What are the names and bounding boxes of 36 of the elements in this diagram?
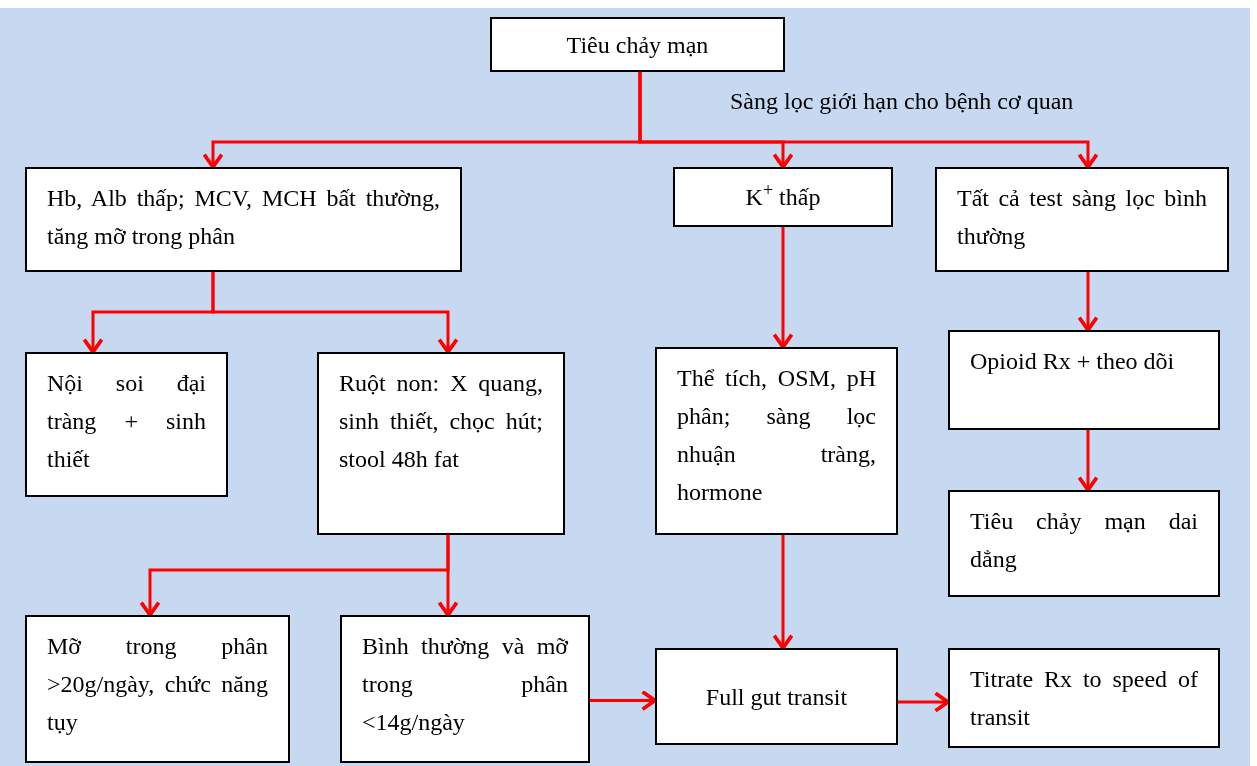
process-box bbox=[948, 490, 1220, 597]
process-box bbox=[490, 17, 785, 72]
arrow bbox=[772, 535, 794, 650]
box-text: Full gut transit bbox=[705, 682, 848, 712]
process-box bbox=[317, 352, 565, 535]
arrow bbox=[590, 689, 657, 712]
box-text: Tiêu chảy mạn bbox=[566, 30, 709, 60]
box-text: Thể tích, OSM, pH phân; sàng lọc nhuận tràng, hormone bbox=[677, 364, 876, 507]
note-text: Sàng lọc giới hạn cho bệnh cơ quan bbox=[730, 87, 1074, 116]
process-box bbox=[948, 648, 1220, 748]
box-text: Hb, Alb thấp; MCV, MCH bất thường, tăng mỡ trong phân bbox=[47, 184, 440, 251]
process-box bbox=[673, 167, 893, 227]
process-box bbox=[25, 615, 290, 763]
arrow bbox=[1077, 430, 1099, 492]
box-text: Ruột non: X quang, sinh thiết, chọc hút; stool 48h fat bbox=[339, 369, 543, 474]
box-text: Mỡ trong phân >20g/ngày, chức năng tụy bbox=[47, 632, 268, 737]
box-text: Opioid Rx + theo dõi bbox=[970, 347, 1176, 376]
process-box bbox=[25, 352, 228, 497]
process-box bbox=[655, 347, 898, 535]
box-text: Bình thường và mỡ trong phân <14g/ngày bbox=[362, 632, 568, 737]
box-text: Tất cả test sàng lọc bình thường bbox=[957, 184, 1207, 251]
arrow bbox=[772, 227, 794, 349]
process-box bbox=[948, 330, 1220, 430]
box-text: Nội soi đại tràng + sinh thiết bbox=[47, 369, 206, 474]
process-box bbox=[935, 167, 1229, 272]
process-box bbox=[340, 615, 590, 763]
box-text: Tiêu chảy mạn dai dẳng bbox=[970, 507, 1198, 574]
box-text: Titrate Rx to speed of transit bbox=[970, 665, 1198, 732]
arrow bbox=[638, 72, 1099, 169]
arrow bbox=[211, 272, 459, 354]
process-box bbox=[25, 167, 462, 272]
process-box bbox=[655, 648, 898, 745]
arrow bbox=[898, 691, 950, 713]
arrow bbox=[1077, 272, 1099, 332]
box-text: K$^{+}$ thấp bbox=[745, 179, 821, 212]
arrow bbox=[437, 535, 459, 617]
